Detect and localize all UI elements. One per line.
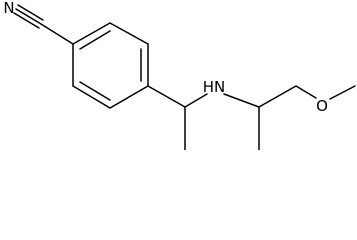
oxygen-to-methyl-bond — [329, 85, 356, 100]
nh-to-methine-bond — [223, 93, 260, 108]
benzene-inner-double-bonds — [79, 30, 142, 101]
molecule-structure-diagram: HN O N — [3, 0, 356, 150]
ether-oxygen-label: O — [316, 97, 328, 115]
ring-to-methine-bond — [147, 85, 186, 108]
methine-to-nh-bond — [184, 93, 208, 108]
nitrile-nitrogen-label: N — [3, 0, 14, 17]
methine-to-methylene-bond — [258, 85, 297, 108]
nitrile-to-ring-bond — [40, 23, 74, 45]
methylene-to-oxygen-bond — [295, 85, 317, 99]
amine-nh-label: HN — [203, 78, 226, 96]
benzene-ring — [72, 22, 149, 109]
nitrile-triple-bond — [13, 4, 44, 29]
